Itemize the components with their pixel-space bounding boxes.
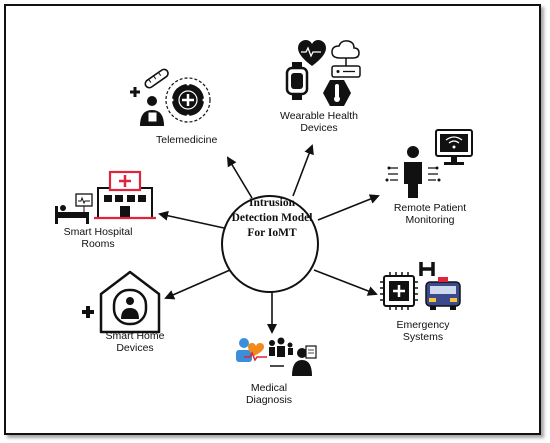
smart-hospital-label: Smart Hospital Rooms bbox=[63, 226, 133, 250]
wearable-icon bbox=[285, 40, 361, 106]
emergency-label: Emergency Systems bbox=[396, 319, 450, 343]
arrow-to-smart-home bbox=[164, 269, 231, 300]
telemedicine-label: Telemedicine bbox=[156, 134, 218, 146]
emergency-icon bbox=[380, 262, 461, 310]
center-circle bbox=[221, 195, 319, 293]
arrow-to-emergency bbox=[313, 269, 378, 296]
remote-monitoring-label: Remote Patient Monitoring bbox=[393, 202, 467, 226]
diagram-frame bbox=[4, 4, 541, 435]
arrow-to-hospital bbox=[158, 210, 225, 229]
center-title-line3: For IoMT bbox=[247, 227, 297, 239]
telemedicine-icon bbox=[130, 68, 211, 126]
smart-home-label: Smart Home Devices bbox=[105, 330, 165, 354]
medical-diagnosis-label: Medical Diagnosis bbox=[245, 382, 293, 406]
smart-hospital-icon bbox=[55, 170, 156, 224]
center-title: Intrusion Detection Model For IoMT bbox=[222, 196, 322, 241]
arrow-to-wearable bbox=[292, 144, 314, 197]
smart-home-icon bbox=[82, 270, 161, 334]
remote-monitoring-icon bbox=[385, 129, 473, 198]
wearable-label: Wearable Health Devices bbox=[279, 110, 359, 134]
medical-diagnosis-icon bbox=[236, 337, 317, 376]
center-title-line2: Detection Model bbox=[231, 212, 313, 224]
arrow-to-telemedicine bbox=[226, 156, 253, 199]
center-title-line1: Intrusion bbox=[248, 197, 296, 209]
arrow-to-remote bbox=[317, 194, 380, 221]
